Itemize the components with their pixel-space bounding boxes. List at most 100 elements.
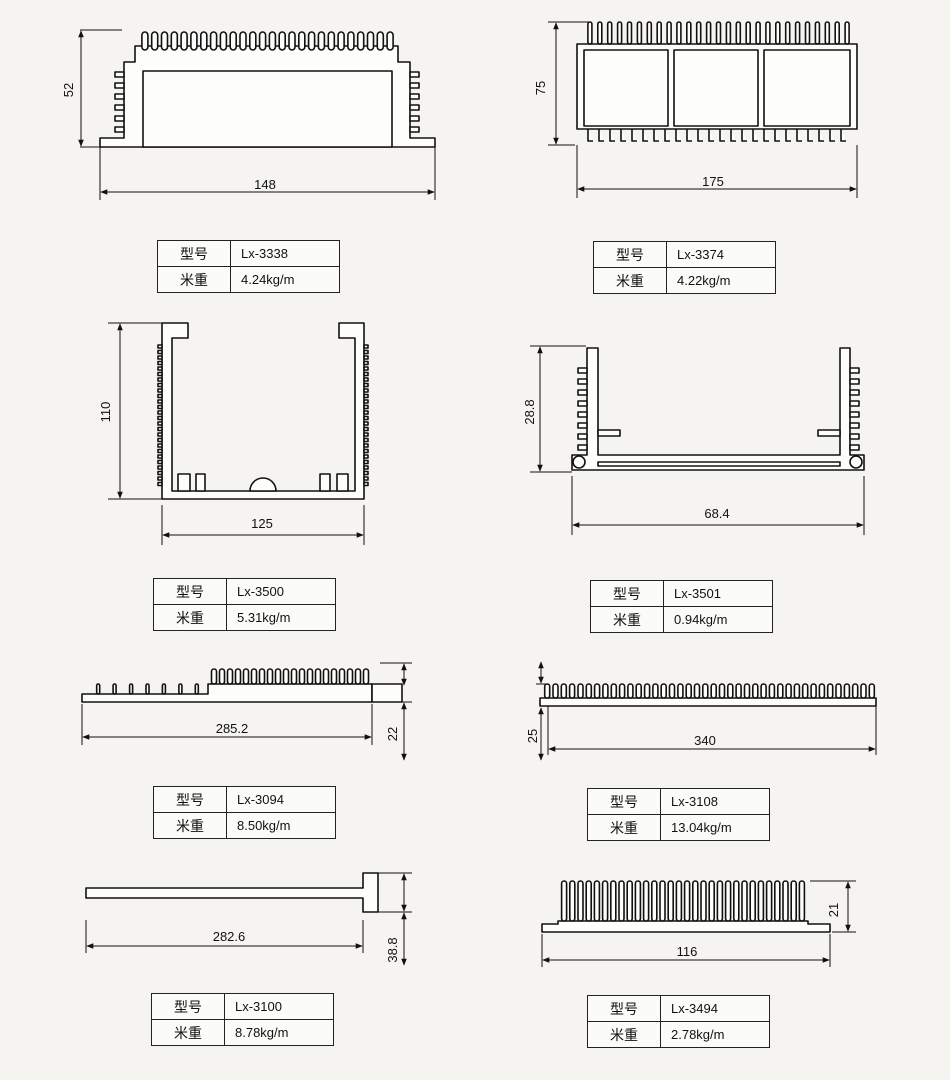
profile-lx3338-fin <box>200 31 208 51</box>
profile-lx3094-fin <box>226 668 234 685</box>
profile-lx3500-rib <box>363 344 369 349</box>
profile-lx3338-side-fin <box>114 82 125 89</box>
profile-lx3108-fin <box>818 683 826 699</box>
profile-lx3500-rib <box>157 366 163 371</box>
profile-lx3374-bottom-hook <box>829 129 835 142</box>
weight-value: 4.24kg/m <box>230 266 340 293</box>
profile-lx3094-base <box>81 683 373 703</box>
profile-lx3338-fin <box>386 31 394 51</box>
profile-lx3094-fin <box>242 668 250 685</box>
profile-lx3501-floor <box>597 461 841 467</box>
profile-lx3374-top-fin <box>695 21 702 45</box>
profile-lx3494-fin <box>634 880 642 922</box>
profile-lx3338-fin <box>278 31 287 51</box>
profile-lx3338-fin <box>249 31 257 51</box>
profile-lx3108-fin <box>810 683 817 699</box>
profile-lx3338-fin <box>327 31 336 51</box>
profile-lx3108-fin <box>693 683 701 699</box>
profile-lx3338-cavity <box>142 70 393 148</box>
profile-lx3374-bottom-hook <box>664 129 670 142</box>
profile-lx3338-fin <box>141 31 149 51</box>
profile-lx3494-fin <box>659 880 666 922</box>
model-value: Lx-3108 <box>660 788 770 815</box>
profile-lx3500-rib <box>363 459 369 465</box>
profile-lx3500-rib <box>363 404 369 410</box>
profile-lx3094-fin <box>282 668 290 685</box>
profile-lx3094-fin <box>290 668 298 685</box>
profile-lx3108-fin <box>801 683 809 699</box>
profile-lx3500-body <box>161 322 365 500</box>
profile-lx3374-bottom-hook <box>741 129 747 142</box>
profile-lx3108-fin <box>860 683 867 699</box>
profile-lx3501-fin <box>849 389 860 396</box>
profile-lx3500-rib <box>363 465 369 470</box>
profile-lx3500-rib <box>363 366 369 371</box>
profile-lx3501-screw-boss <box>849 455 863 469</box>
profile-lx3338-fin <box>150 31 159 51</box>
profile-lx3501-body <box>571 347 865 471</box>
profile-lx3374-top-fin <box>685 21 692 45</box>
profile-lx3494-fin <box>609 880 617 922</box>
profile-lx3094-fin <box>354 668 362 685</box>
profile-lx3374-top-fin <box>735 21 742 45</box>
profile-lx3374-chamber <box>763 49 851 127</box>
dim-lx3338-height: 52 <box>61 83 76 97</box>
profile-lx3338-side-fin <box>409 126 420 133</box>
dim-lx3494-width: 116 <box>677 944 698 959</box>
profile-lx3108-fin <box>668 683 676 699</box>
dim-lx3374-height: 75 <box>533 81 548 95</box>
weight-label: 米重 <box>153 604 227 631</box>
profile-lx3374-bottom-hook <box>763 129 769 142</box>
profile-lx3500-slot <box>336 473 349 492</box>
profile-lx3501-fin <box>577 422 588 429</box>
profile-lx3494-fin <box>642 880 650 922</box>
profile-lx3374-top-fin <box>666 21 672 45</box>
profile-lx3501-fin <box>577 400 588 407</box>
profile-lx3500-rib <box>157 399 163 404</box>
model-value: Lx-3500 <box>226 578 336 605</box>
profile-lx3094-fin <box>210 668 218 685</box>
model-label: 型号 <box>587 995 661 1022</box>
weight-value: 8.50kg/m <box>226 812 336 839</box>
profile-lx3501-fin <box>577 433 588 440</box>
profile-lx3374-bottom-hook <box>686 129 692 142</box>
profile-lx3374-top-fin <box>814 21 821 45</box>
profile-lx3094-short-fin <box>95 683 101 695</box>
profile-lx3108-fin <box>760 683 767 699</box>
profile-lx3374-bottom-hook <box>642 129 648 142</box>
profile-lx3108-fin <box>851 683 859 699</box>
profile-lx3500-rib <box>363 410 369 415</box>
weight-value: 0.94kg/m <box>663 606 773 633</box>
profile-lx3500-rib <box>363 382 369 388</box>
profile-lx3494-fin <box>601 880 609 922</box>
profile-lx3108-fin <box>785 683 792 699</box>
profile-lx3500-rib <box>363 377 369 382</box>
profile-lx3494-fin <box>593 880 601 922</box>
profile-lx3501-fin <box>849 367 860 374</box>
profile-lx3374-bottom-hook <box>697 129 703 142</box>
dim-lx3094-length: 285.2 <box>216 721 249 736</box>
profile-lx3338-fin <box>288 31 296 51</box>
profile-lx3374-top-fin <box>636 21 643 45</box>
profile-lx3501-fin <box>577 444 588 451</box>
profile-lx3374-top-fin <box>755 21 761 45</box>
model-label: 型号 <box>153 578 227 605</box>
profile-lx3494-fin <box>700 880 707 922</box>
profile-lx3500-rib <box>157 454 163 459</box>
profile-lx3108-fin <box>726 683 734 699</box>
profile-lx3494-fin <box>724 880 732 922</box>
profile-lx3094-short-fin <box>194 683 200 695</box>
profile-lx3374-top-fin <box>606 21 613 45</box>
profile-lx3374-bottom-hook <box>796 129 802 142</box>
weight-label: 米重 <box>153 812 227 839</box>
profile-lx3338-side-fin <box>409 82 420 89</box>
profile-lx3494-fin <box>782 880 789 922</box>
profile-lx3338-side-fin <box>114 104 125 111</box>
profile-lx3374-top-fin <box>725 21 732 45</box>
profile-lx3374-top-fin <box>804 21 811 45</box>
profile-lx3494-fin <box>741 880 748 922</box>
profile-lx3500-rib <box>363 421 369 426</box>
profile-lx3108-fin <box>868 683 876 699</box>
